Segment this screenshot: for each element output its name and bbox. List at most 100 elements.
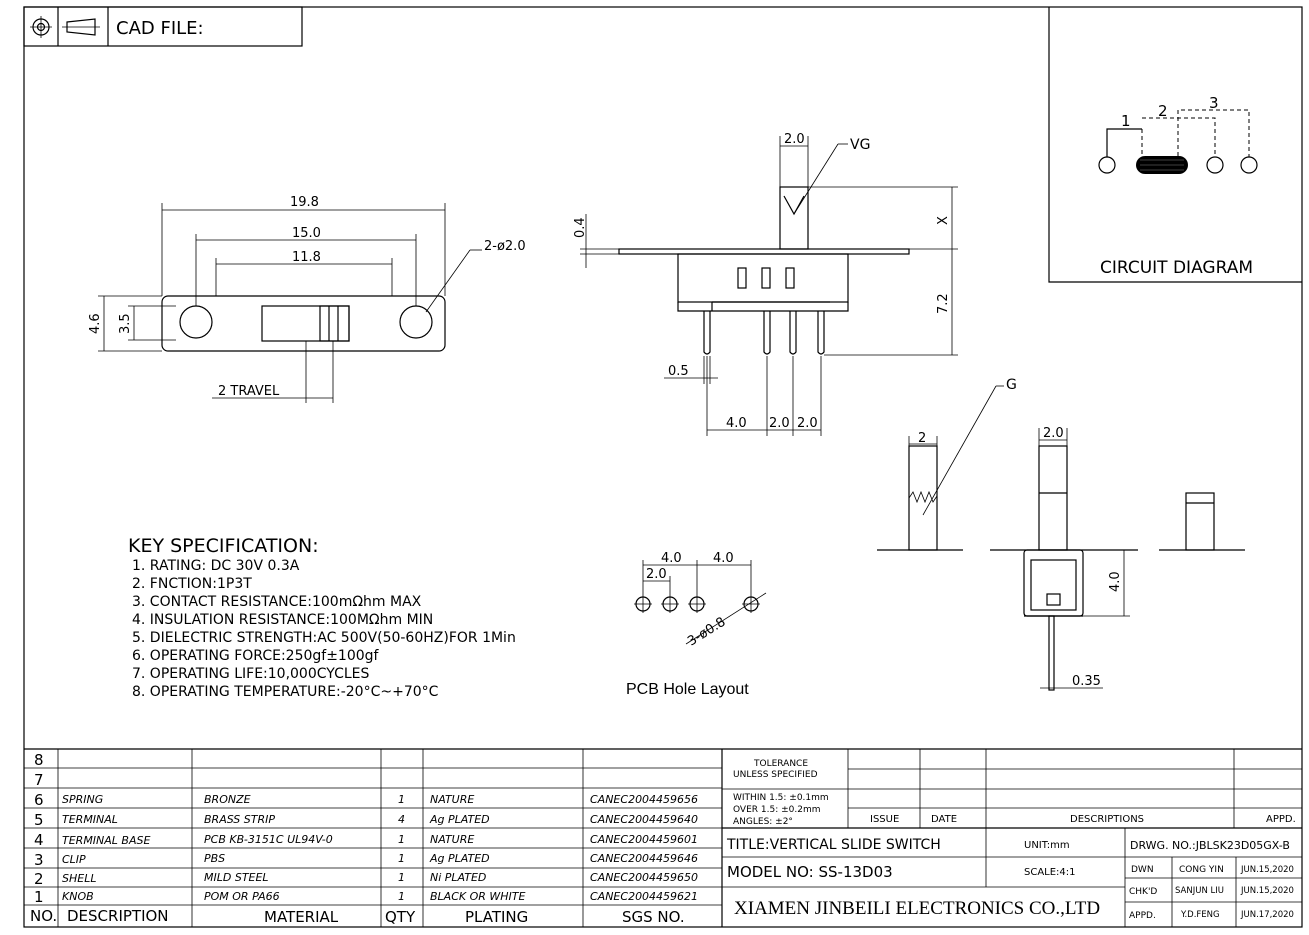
- pcb-hole: [688, 595, 706, 613]
- svg-text:CANEC2004459656: CANEC2004459656: [590, 793, 698, 806]
- svg-text:CANEC2004459646: CANEC2004459646: [590, 852, 698, 865]
- svg-text:SPRING: SPRING: [62, 793, 103, 806]
- side-view-knob: 2 G: [877, 377, 1017, 551]
- svg-text:DATE: DATE: [931, 814, 957, 825]
- svg-text:11.8: 11.8: [292, 250, 321, 265]
- svg-text:DWN: DWN: [1131, 865, 1154, 875]
- svg-text:NATURE: NATURE: [430, 793, 474, 806]
- svg-text:TERMINAL BASE: TERMINAL BASE: [62, 834, 150, 847]
- svg-text:TOLERANCE: TOLERANCE: [753, 759, 808, 769]
- svg-text:MILD STEEL: MILD STEEL: [204, 871, 269, 884]
- svg-text:MATERIAL: MATERIAL: [264, 908, 339, 926]
- spec-item: 8. OPERATING TEMPERATURE:-20°C~+70°C: [132, 684, 439, 700]
- svg-text:4.0: 4.0: [726, 416, 747, 431]
- svg-text:7.2: 7.2: [936, 293, 951, 314]
- svg-text:Ag PLATED: Ag PLATED: [429, 813, 490, 826]
- spec-item: 5. DIELECTRIC STRENGTH:AC 500V(50-60HZ)F…: [132, 630, 516, 646]
- svg-text:2.0: 2.0: [646, 567, 667, 582]
- svg-text:ISSUE: ISSUE: [870, 814, 899, 825]
- svg-text:PBS: PBS: [204, 852, 225, 865]
- svg-text:15.0: 15.0: [292, 226, 321, 241]
- svg-text:19.8: 19.8: [290, 195, 319, 210]
- table-row: 4 TERMINAL BASE PCB KB-3151C UL94V-0 1 N…: [34, 831, 698, 849]
- svg-text:TERMINAL: TERMINAL: [62, 813, 118, 826]
- table-row: 8: [34, 751, 44, 769]
- svg-text:JUN.15,2020: JUN.15,2020: [1240, 886, 1294, 896]
- svg-text:BRASS STRIP: BRASS STRIP: [204, 813, 275, 826]
- svg-text:2: 2: [1158, 102, 1168, 120]
- svg-text:BRONZE: BRONZE: [204, 793, 251, 806]
- svg-text:3.5: 3.5: [118, 313, 133, 334]
- svg-text:CANEC2004459640: CANEC2004459640: [590, 813, 698, 826]
- svg-text:7: 7: [34, 771, 44, 789]
- svg-text:0.4: 0.4: [573, 217, 588, 238]
- svg-text:CANEC2004459650: CANEC2004459650: [590, 871, 698, 884]
- pcb-hole: [661, 595, 679, 613]
- svg-text:1: 1: [398, 793, 405, 806]
- svg-text:ANGLES: ±2°: ANGLES: ±2°: [733, 817, 793, 827]
- projection-target-icon: [30, 16, 52, 38]
- svg-text:CHK'D: CHK'D: [1129, 887, 1157, 897]
- svg-text:JUN.17,2020: JUN.17,2020: [1240, 910, 1294, 920]
- svg-text:2.0: 2.0: [769, 416, 790, 431]
- svg-text:3-ø0.8: 3-ø0.8: [685, 615, 728, 650]
- svg-text:2.0: 2.0: [1043, 426, 1064, 441]
- svg-text:APPD.: APPD.: [1129, 911, 1156, 921]
- spec-item: 1. RATING: DC 30V 0.3A: [132, 558, 300, 574]
- pcb-hole: [634, 595, 652, 613]
- svg-text:4: 4: [34, 831, 44, 849]
- sheet-border: [23, 6, 1303, 928]
- svg-text:4.0: 4.0: [1108, 571, 1123, 592]
- spec-item: 4. INSULATION RESISTANCE:100MΩhm MIN: [132, 612, 433, 628]
- svg-text:APPD.: APPD.: [1266, 814, 1296, 825]
- title-block: TOLERANCE UNLESS SPECIFIED WITHIN 1.5: ±…: [722, 749, 1302, 927]
- svg-text:QTY: QTY: [385, 908, 416, 926]
- svg-text:POM OR PA66: POM OR PA66: [204, 890, 280, 903]
- drawing-number: DRWG. NO.:JBLSK23D05GX-B: [1130, 839, 1290, 852]
- table-row: 3 CLIP PBS 1 Ag PLATED CANEC2004459646: [34, 851, 698, 869]
- svg-text:8: 8: [34, 751, 44, 769]
- spec-item: 7. OPERATING LIFE:10,000CYCLES: [132, 666, 369, 682]
- svg-text:Ni PLATED: Ni PLATED: [430, 871, 486, 884]
- svg-text:0.35: 0.35: [1072, 674, 1101, 689]
- svg-text:4.0: 4.0: [713, 551, 734, 566]
- spec-item: 6. OPERATING FORCE:250gf±100gf: [132, 648, 380, 664]
- svg-text:0.5: 0.5: [668, 364, 689, 379]
- model-number: MODEL NO: SS-13D03: [727, 863, 893, 881]
- svg-text:NO.: NO.: [30, 907, 57, 925]
- svg-text:CLIP: CLIP: [62, 853, 86, 866]
- svg-text:1: 1: [1121, 112, 1131, 130]
- pcb-hole-layout: 4.0 4.0 2.0 3-ø0.8 PCB Hole Layout: [626, 551, 767, 698]
- svg-text:3: 3: [1209, 94, 1219, 112]
- table-row: 6 SPRING BRONZE 1 NATURE CANEC2004459656: [34, 791, 698, 809]
- table-header: NO. DESCRIPTION MATERIAL QTY PLATING SGS…: [30, 907, 685, 926]
- svg-text:UNLESS SPECIFIED: UNLESS SPECIFIED: [733, 770, 818, 780]
- table-row: 1 KNOB POM OR PA66 1 BLACK OR WHITE CANE…: [34, 888, 698, 906]
- drawing-title: TITLE:VERTICAL SLIDE SWITCH: [726, 837, 941, 853]
- svg-text:4: 4: [398, 813, 405, 826]
- top-view: 19.8 15.0 11.8 4.6 3.5 2-ø2.0 2 TRAVEL: [88, 195, 526, 403]
- svg-text:2: 2: [918, 431, 926, 446]
- svg-text:VG: VG: [850, 137, 870, 153]
- svg-text:Ag PLATED: Ag PLATED: [429, 852, 490, 865]
- svg-text:WITHIN 1.5: ±0.1mm: WITHIN 1.5: ±0.1mm: [733, 793, 829, 803]
- svg-text:CONG YIN: CONG YIN: [1179, 865, 1224, 875]
- bom-table: 8 7 6 SPRING BRONZE 1 NATURE CANEC200445…: [24, 748, 1302, 927]
- svg-text:UNIT:mm: UNIT:mm: [1024, 840, 1070, 851]
- svg-text:PLATING: PLATING: [465, 908, 528, 926]
- svg-text:5: 5: [34, 811, 44, 829]
- svg-text:1: 1: [34, 888, 44, 906]
- svg-text:2-ø2.0: 2-ø2.0: [484, 239, 526, 254]
- circuit-title: CIRCUIT DIAGRAM: [1100, 258, 1253, 278]
- table-row: 2 SHELL MILD STEEL 1 Ni PLATED CANEC2004…: [34, 870, 698, 888]
- svg-text:OVER 1.5: ±0.2mm: OVER 1.5: ±0.2mm: [733, 805, 820, 815]
- svg-text:1: 1: [398, 833, 405, 846]
- svg-text:3: 3: [34, 851, 44, 869]
- table-row: 5 TERMINAL BRASS STRIP 4 Ag PLATED CANEC…: [34, 811, 698, 829]
- svg-text:KNOB: KNOB: [62, 890, 94, 903]
- svg-text:Y.D.FENG: Y.D.FENG: [1180, 910, 1220, 920]
- svg-text:PCB KB-3151C UL94V-0: PCB KB-3151C UL94V-0: [204, 833, 333, 846]
- table-row: 7: [34, 771, 44, 789]
- key-specification: KEY SPECIFICATION: 1. RATING: DC 30V 0.3…: [128, 535, 516, 700]
